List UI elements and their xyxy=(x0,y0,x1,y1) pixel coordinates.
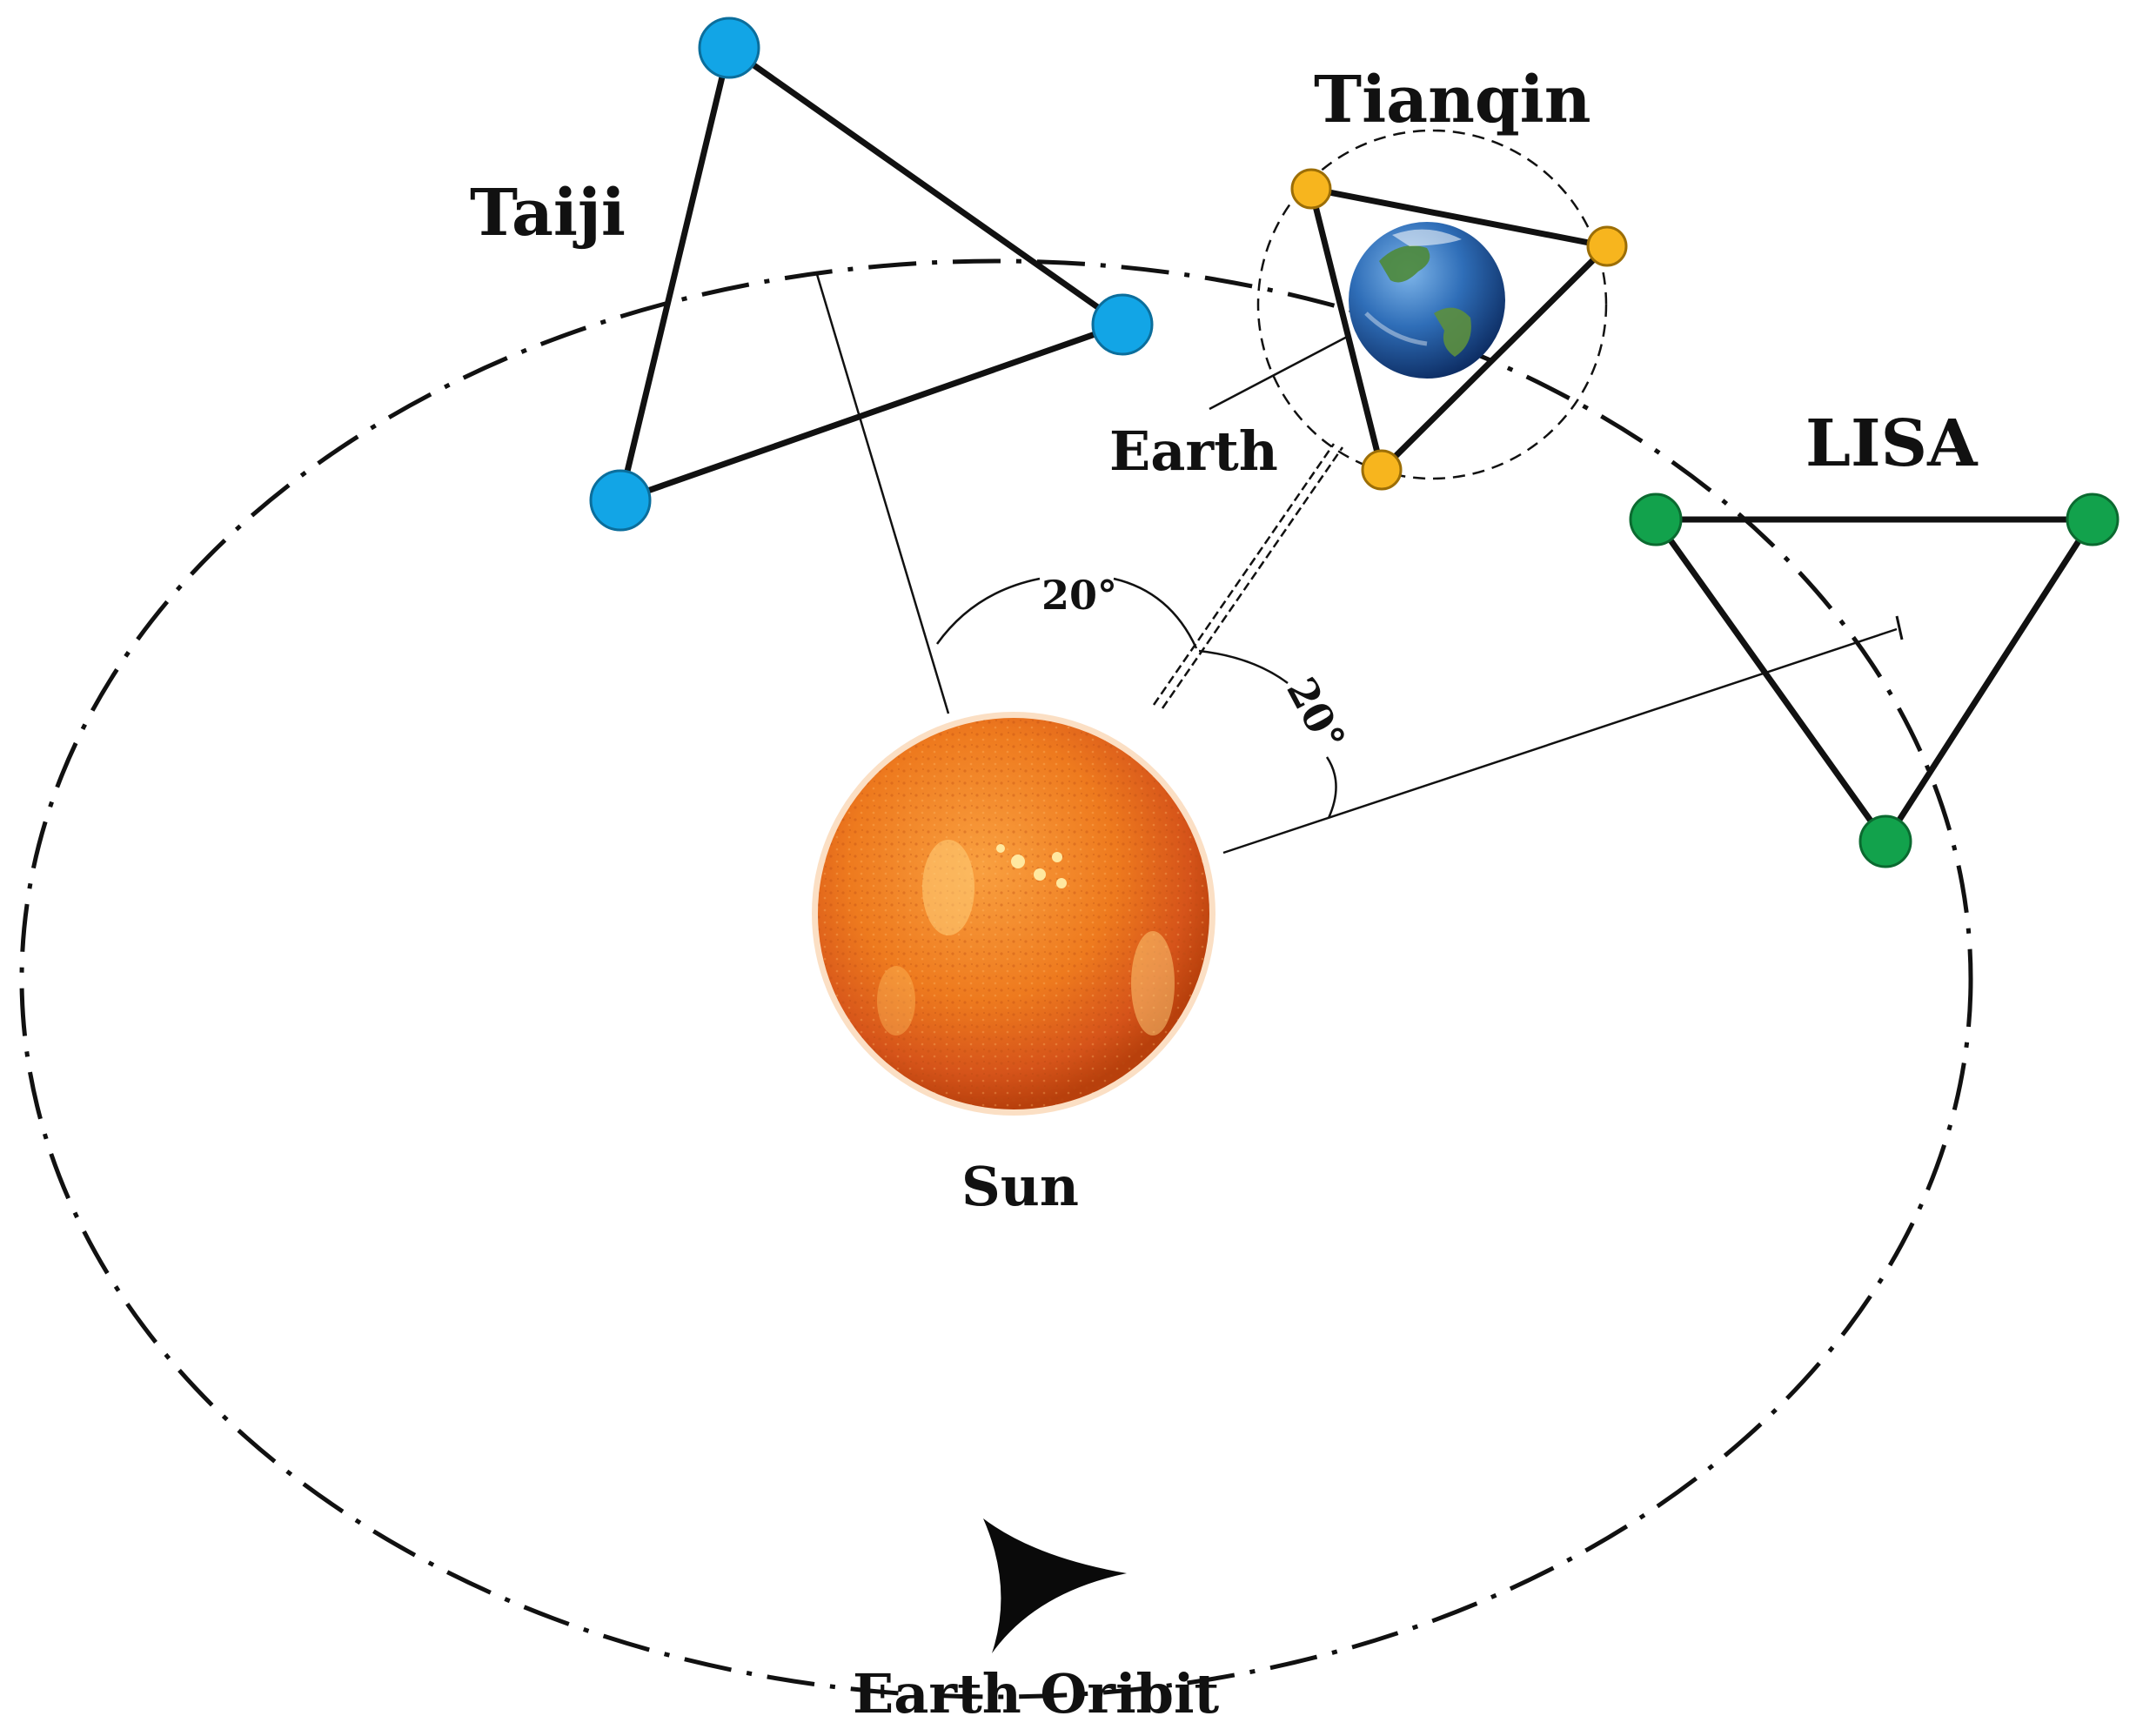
angle-arc-taiji-earth xyxy=(935,577,1198,649)
lisa-center-tick xyxy=(1895,615,1904,640)
tianqin-constellation xyxy=(1290,168,1628,491)
tianqin-orbit-circle xyxy=(1256,129,1608,480)
taiji-constellation xyxy=(589,17,1154,532)
lisa-label: LISA xyxy=(1805,406,1979,481)
lisa-spacecraft xyxy=(1629,493,1683,546)
angle-label: 20° xyxy=(1041,572,1117,619)
taiji-spacecraft xyxy=(589,469,652,532)
arrowhead-icon xyxy=(983,1518,1127,1653)
earth-pointer-line xyxy=(1209,333,1351,411)
taiji-spacecraft xyxy=(698,17,760,79)
tianqin-spacecraft xyxy=(1586,225,1628,267)
sun-taiji-line xyxy=(814,271,950,714)
earth-orbit xyxy=(19,258,1973,1699)
taiji-label: Taiji xyxy=(470,176,626,251)
orbit-label: Earth Oribit xyxy=(853,1662,1220,1726)
taiji-spacecraft xyxy=(1091,293,1154,356)
angle-label: 20° xyxy=(1277,670,1355,759)
sun-tianqin-line xyxy=(1152,443,1344,709)
tianqin-label: Tianqin xyxy=(1314,63,1591,137)
angle-arc-earth-lisa xyxy=(1198,649,1337,819)
lisa-spacecraft xyxy=(2066,493,2120,546)
tianqin-spacecraft xyxy=(1361,449,1403,491)
lisa-spacecraft xyxy=(1858,814,1912,868)
sun-lisa-line xyxy=(1222,627,1898,855)
sun-label: Sun xyxy=(961,1155,1079,1218)
earth-icon xyxy=(1349,222,1505,379)
sun-icon xyxy=(812,712,1215,1116)
earth-label: Earth xyxy=(1109,419,1278,483)
lisa-constellation xyxy=(1629,493,2120,868)
tianqin-spacecraft xyxy=(1290,168,1332,210)
